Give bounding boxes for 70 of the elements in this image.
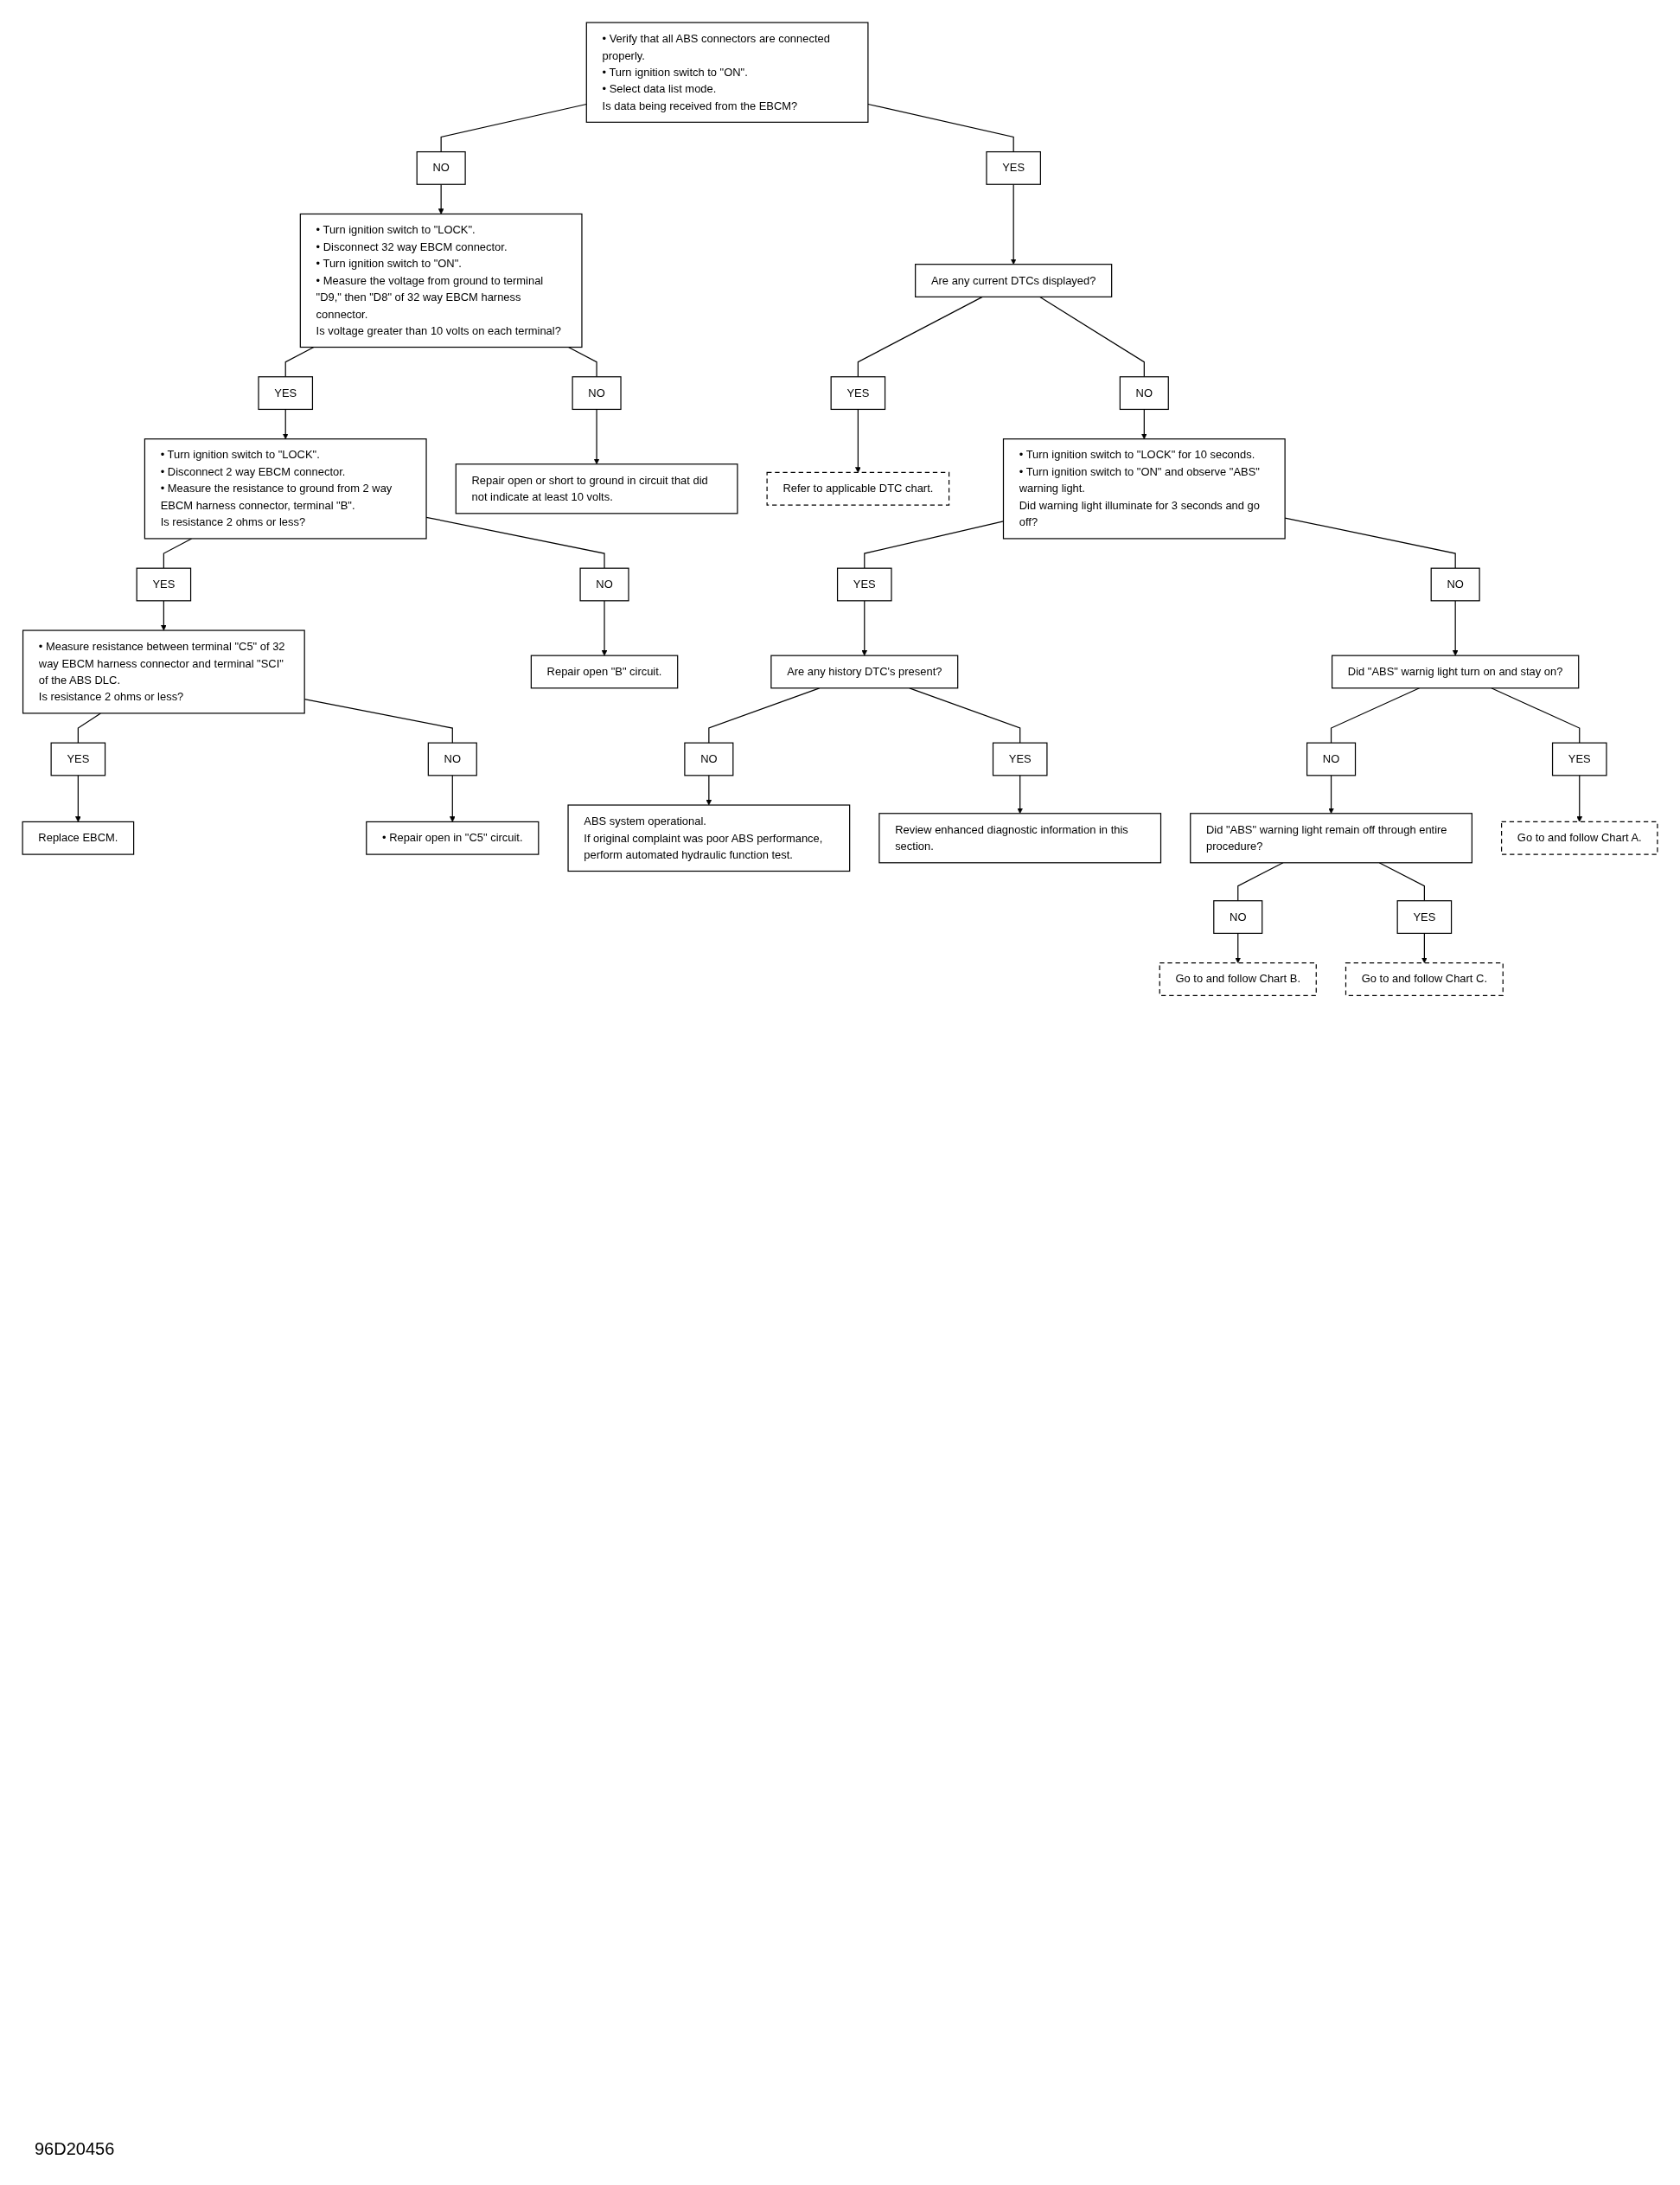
- node-box: NO: [572, 376, 622, 411]
- node-box: NO: [416, 150, 466, 185]
- node-box: NO: [1119, 376, 1169, 411]
- node-box: Review enhanced diagnostic information in this section.: [878, 813, 1162, 864]
- node-box: Go to and follow Chart A.: [1501, 821, 1658, 855]
- node-box: NO: [427, 742, 477, 776]
- arrow: [861, 600, 868, 656]
- arrow: [1010, 183, 1017, 265]
- node-box: YES: [836, 567, 892, 602]
- connector: [708, 687, 821, 744]
- node-box: YES: [992, 742, 1048, 776]
- node-box: NO: [1306, 742, 1357, 776]
- node-box: • Repair open in "C5" circuit.: [366, 821, 540, 855]
- node-box: • Turn ignition switch to "LOCK". • Disconnect 32 way EBCM connector. • Turn ignition switch to "ON". • Measure the voltage from ground to terminal "D9," then "D8" of 32 way EBCM harness connector. Is voltage greater than 10 volts on each terminal?: [299, 213, 583, 348]
- node-box: Refer to applicable DTC chart.: [766, 471, 950, 506]
- node-box: Repair open or short to ground in circuit that did not indicate at least 10 volts.: [455, 463, 738, 514]
- arrow: [1328, 775, 1334, 815]
- figure-code: 96D20456: [35, 2139, 115, 2159]
- node-box: Did "ABS" warning light remain off through entire procedure?: [1190, 813, 1472, 864]
- connector: [857, 296, 983, 378]
- connector: [1330, 687, 1421, 744]
- arrow: [1017, 775, 1024, 815]
- arrow: [855, 408, 861, 473]
- node-box: YES: [50, 742, 106, 776]
- node-box: • Turn ignition switch to "LOCK" for 10 seconds. • Turn ignition switch to "ON" and observe "ABS" warning light. Did warning light illuminate for 3 seconds and go off?: [1002, 438, 1286, 540]
- connector: [77, 712, 101, 744]
- node-box: • Verify that all ABS connectors are connected properly. • Turn ignition switch to "ON". • Select data list mode. Is data being received from the EBCM?: [585, 22, 869, 123]
- node-box: Go to and follow Chart C.: [1345, 962, 1504, 996]
- node-box: YES: [1396, 900, 1453, 934]
- node-box: Go to and follow Chart B.: [1159, 962, 1317, 996]
- arrow: [438, 183, 444, 214]
- connector: [1378, 862, 1425, 902]
- arrow: [1235, 932, 1242, 963]
- connector: [1038, 296, 1145, 378]
- arrow: [75, 775, 81, 822]
- node-box: • Turn ignition switch to "LOCK". • Disconnect 2 way EBCM connector. • Measure the resistance to ground from 2 way EBCM harness connector, terminal "B". Is resistance 2 ohms or less?: [144, 438, 427, 540]
- arrow: [449, 775, 456, 822]
- node-box: NO: [1430, 567, 1480, 602]
- node-box: Are any current DTCs displayed?: [915, 264, 1113, 297]
- node-box: NO: [684, 742, 734, 776]
- node-box: YES: [258, 376, 314, 411]
- node-box: Are any history DTC's present?: [770, 655, 959, 689]
- arrow: [282, 408, 289, 439]
- arrow: [1576, 775, 1583, 822]
- node-box: Did "ABS" warnig light turn on and stay on?: [1332, 655, 1580, 689]
- arrow: [593, 408, 600, 465]
- node-box: NO: [579, 567, 629, 602]
- arrow: [706, 775, 712, 806]
- connector: [284, 346, 315, 378]
- node-box: NO: [1213, 900, 1263, 934]
- arrow: [161, 600, 167, 631]
- node-box: YES: [986, 150, 1041, 185]
- node-box: Repair open "B" circuit.: [530, 655, 679, 689]
- arrow: [1421, 932, 1428, 963]
- node-box: • Measure resistance between terminal "C5" of 32 way EBCM harness connector and terminal "SCI" of the ABS DLC. Is resistance 2 ohms or less?: [22, 629, 305, 714]
- connector: [163, 538, 193, 569]
- node-box: ABS system operational. If original complaint was poor ABS performance, perform automated hydraulic function test.: [567, 804, 851, 872]
- node-box: YES: [830, 376, 886, 411]
- arrow: [601, 600, 608, 656]
- connector: [440, 103, 587, 153]
- node-box: YES: [1551, 742, 1607, 776]
- node-box: YES: [136, 567, 192, 602]
- connector: [1491, 687, 1581, 744]
- connector: [909, 687, 1021, 744]
- arrow: [1140, 408, 1147, 439]
- connector: [1237, 862, 1284, 902]
- connector: [567, 346, 597, 378]
- connector: [867, 103, 1014, 153]
- arrow: [1452, 600, 1459, 656]
- node-box: Replace EBCM.: [22, 821, 135, 855]
